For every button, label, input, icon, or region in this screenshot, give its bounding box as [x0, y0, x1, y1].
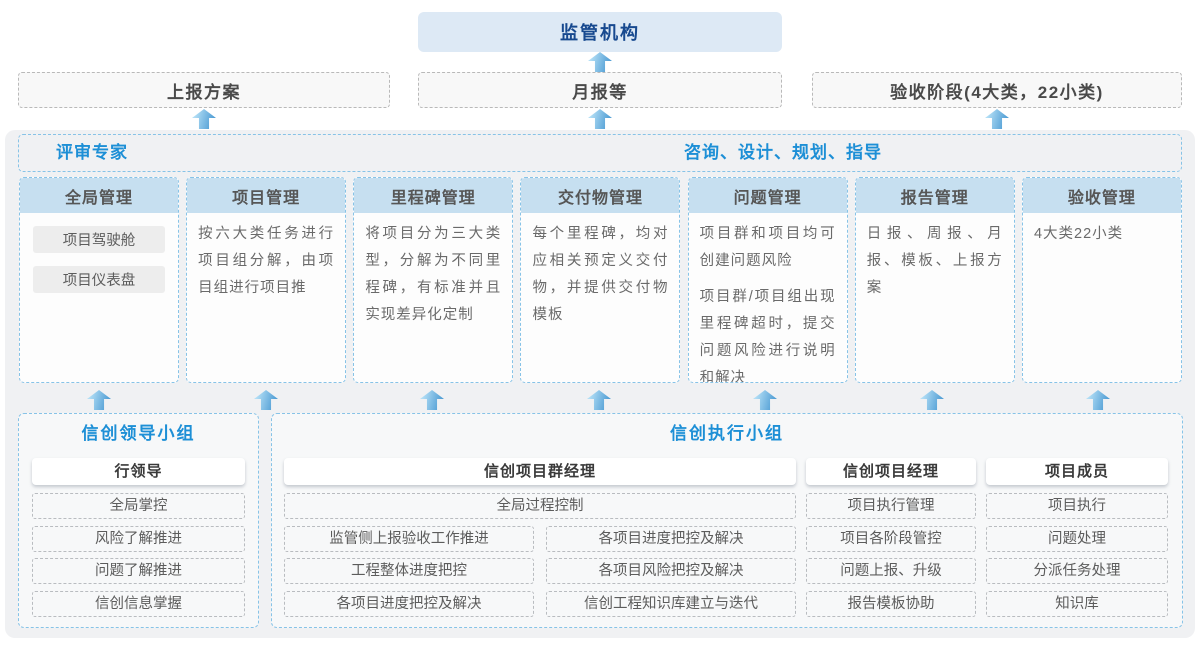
up-arrow-icon: [588, 52, 612, 72]
up-arrow-icon: [753, 390, 777, 410]
duty-item: 各项目进度把控及解决: [284, 590, 534, 617]
duty-item: 监管侧上报验收工作推进: [284, 525, 534, 552]
regulator-box: 监管机构: [418, 12, 782, 52]
duty-item: 全局掌控: [32, 493, 245, 519]
up-arrow-icon: [985, 109, 1009, 129]
up-arrow-icon: [587, 390, 611, 410]
duty-item: 问题了解推进: [32, 558, 245, 584]
column-header: 报告管理: [855, 178, 1014, 213]
executor-group-title: 信创执行小组: [670, 424, 784, 443]
platform-panel: 评审专家 咨询、设计、规划、指导 全局管理项目驾驶舱项目仪表盘项目管理按六大类任…: [5, 130, 1195, 638]
column-header: 项目管理: [187, 178, 346, 213]
output-label: 验收阶段(4大类，22小类): [890, 82, 1104, 102]
up-arrow-icon: [588, 109, 612, 129]
duty-item: 各项目进度把控及解决: [546, 525, 796, 552]
management-column: 问题管理项目群和项目均可创建问题风险项目群/项目组出现里程碑超时，提交问题风险进…: [687, 177, 848, 383]
output-box-acceptance-stage: 验收阶段(4大类，22小类): [812, 72, 1182, 108]
executor-group-box: 信创执行小组 信创项目群经理 全局过程控制 监管侧上报验收工作推进各项目进度把控…: [271, 413, 1183, 628]
program-manager-duty-grid: 监管侧上报验收工作推进各项目进度把控及解决工程整体进度把控各项目风险把控及解决各…: [284, 525, 796, 617]
program-manager-column: 信创项目群经理 全局过程控制 监管侧上报验收工作推进各项目进度把控及解决工程整体…: [284, 458, 796, 617]
executor-roles-row: 信创项目群经理 全局过程控制 监管侧上报验收工作推进各项目进度把控及解决工程整体…: [284, 458, 1168, 617]
column-body: 按六大类任务进行项目组分解，由项目组进行项目推: [187, 213, 345, 302]
advisor-strip: 评审专家 咨询、设计、规划、指导: [18, 134, 1182, 172]
up-arrow-icon: [254, 390, 278, 410]
column-header: 问题管理: [688, 178, 847, 213]
management-column: 全局管理项目驾驶舱项目仪表盘: [19, 177, 179, 383]
column-paragraph: 4大类22小类: [1033, 226, 1124, 242]
duty-item: 知识库: [986, 590, 1168, 617]
column-paragraph: 每个里程碑，均对应相关预定义交付物，并提供交付物模板: [532, 226, 669, 323]
output-box-monthly-report: 月报等: [418, 72, 782, 108]
up-arrow-icon: [192, 109, 216, 129]
output-box-report-plan: 上报方案: [18, 72, 390, 108]
leadership-group-box: 信创领导小组 行领导 全局掌控风险了解推进问题了解推进信创信息掌握: [18, 413, 259, 628]
management-column: 报告管理日报、周报、月报、模板、上报方案: [854, 177, 1015, 383]
column-arrows-row: [5, 390, 1195, 410]
column-header: 验收管理: [1022, 178, 1181, 213]
review-experts-label: 评审专家: [56, 143, 128, 162]
duty-item: 项目执行: [986, 493, 1168, 519]
up-arrow-icon: [920, 390, 944, 410]
duty-item: 全局过程控制: [284, 493, 796, 519]
column-header: 全局管理: [20, 178, 178, 213]
management-column: 验收管理 4大类22小类: [1021, 177, 1182, 383]
duty-item: 报告模板协助: [806, 590, 976, 617]
members-column: 项目成员 项目执行问题处理分派任务处理知识库: [986, 458, 1168, 617]
up-arrow-icon: [1086, 390, 1110, 410]
duty-item: 分派任务处理: [986, 558, 1168, 584]
feature-pill: 项目仪表盘: [33, 266, 165, 293]
up-arrow-icon: [420, 390, 444, 410]
duty-item: 项目执行管理: [806, 493, 976, 519]
role-bar-project-manager: 信创项目经理: [806, 458, 976, 485]
duty-item: 风险了解推进: [32, 525, 245, 552]
column-paragraph: 按六大类任务进行项目组分解，由项目组进行项目推: [198, 226, 335, 296]
leadership-duty-list: 全局掌控风险了解推进问题了解推进信创信息掌握: [19, 493, 258, 617]
output-label: 上报方案: [167, 82, 241, 102]
regulator-label: 监管机构: [560, 23, 640, 43]
column-paragraph: 日报、周报、月报、模板、上报方案: [866, 226, 1003, 296]
column-header: 交付物管理: [521, 178, 680, 213]
duty-item: 工程整体进度把控: [284, 558, 534, 584]
column-body: 将项目分为三大类型，分解为不同里程碑，有标准并且实现差异化定制: [354, 213, 512, 329]
column-paragraph: 将项目分为三大类型，分解为不同里程碑，有标准并且实现差异化定制: [365, 226, 502, 323]
role-bar-program-manager: 信创项目群经理: [284, 458, 796, 485]
project-manager-column: 信创项目经理 项目执行管理项目各阶段管控问题上报、升级报告模板协助: [806, 458, 976, 617]
column-paragraph: 项目群/项目组出现里程碑超时，提交问题风险进行说明和解决: [699, 289, 836, 383]
management-column: 交付物管理每个里程碑，均对应相关预定义交付物，并提供交付物模板: [520, 177, 681, 383]
column-body: 4大类22小类: [1023, 213, 1181, 248]
output-label: 月报等: [572, 82, 628, 102]
role-bar-members: 项目成员: [986, 458, 1168, 485]
management-column: 项目管理按六大类任务进行项目组分解，由项目组进行项目推: [186, 177, 347, 383]
feature-pill: 项目驾驶舱: [33, 226, 165, 253]
duty-item: 信创信息掌握: [32, 590, 245, 617]
column-body: 项目群和项目均可创建问题风险项目群/项目组出现里程碑超时，提交问题风险进行说明和…: [689, 213, 847, 383]
column-body: 每个里程碑，均对应相关预定义交付物，并提供交付物模板: [521, 213, 679, 329]
column-header: 里程碑管理: [354, 178, 513, 213]
management-columns: 全局管理项目驾驶舱项目仪表盘项目管理按六大类任务进行项目组分解，由项目组进行项目…: [19, 177, 1182, 383]
duty-item: 信创工程知识库建立与迭代: [546, 590, 796, 617]
management-column: 里程碑管理将项目分为三大类型，分解为不同里程碑，有标准并且实现差异化定制: [353, 177, 514, 383]
up-arrow-icon: [87, 390, 111, 410]
column-body: 日报、周报、月报、模板、上报方案: [856, 213, 1014, 302]
leadership-group-title: 信创领导小组: [81, 424, 196, 443]
duty-item: 各项目风险把控及解决: [546, 558, 796, 584]
duty-item: 问题上报、升级: [806, 558, 976, 584]
duty-item: 项目各阶段管控: [806, 525, 976, 552]
consulting-label: 咨询、设计、规划、指导: [684, 143, 882, 162]
column-paragraph: 项目群和项目均可创建问题风险: [699, 226, 836, 269]
duty-item: 问题处理: [986, 525, 1168, 552]
role-bar-bank-leader: 行领导: [32, 458, 245, 485]
